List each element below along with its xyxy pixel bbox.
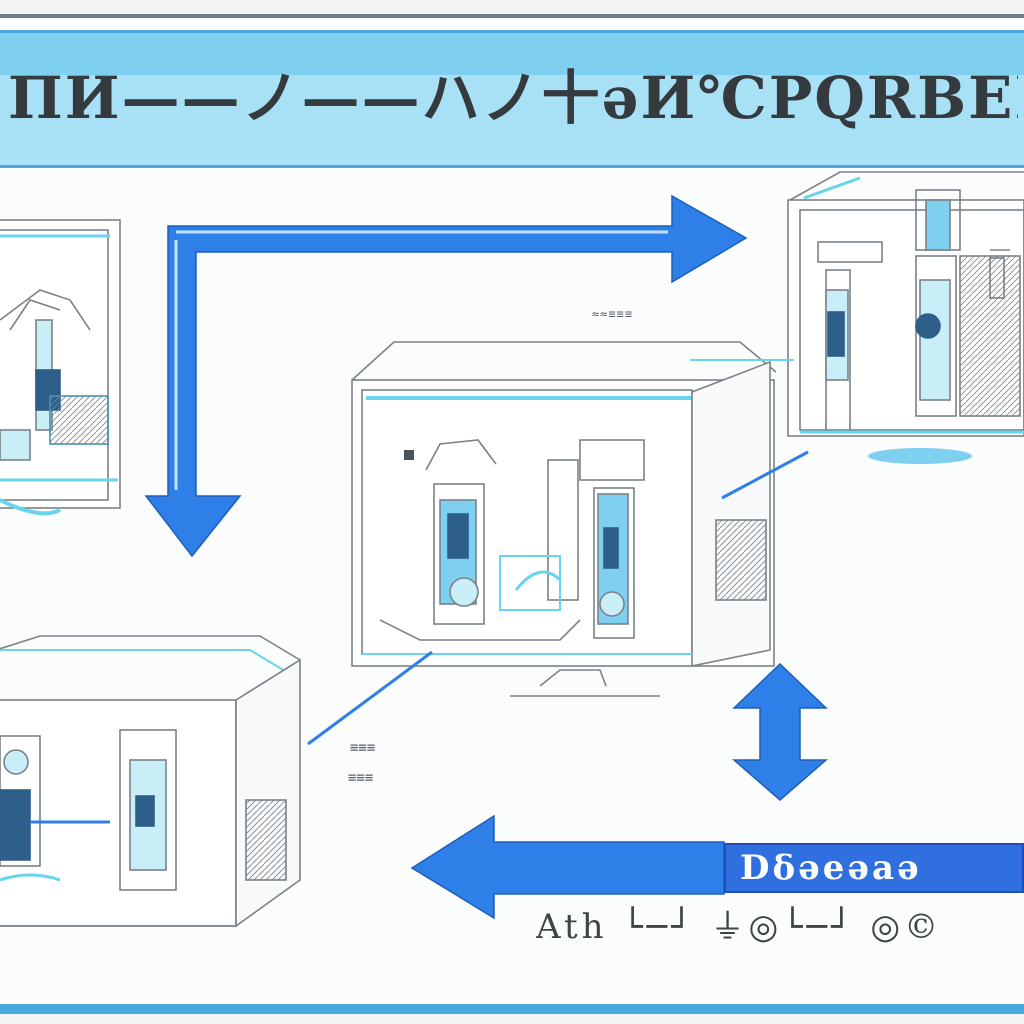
- machine-bottom-left: [0, 635, 301, 928]
- title-banner: [0, 30, 1024, 168]
- mid-label-1: ≡≡≡: [350, 740, 375, 756]
- machine-top-right: [787, 171, 1024, 464]
- mid-label-2: ≡≡≡: [348, 770, 373, 786]
- badge-label: Dẟəeəaə: [740, 848, 922, 888]
- top-right-label: ≈≈≡≡≡: [592, 307, 633, 321]
- double-arrow-vertical-icon: [731, 662, 829, 801]
- title-banner-inner: [0, 75, 1024, 165]
- arrow-right-icon: [144, 194, 748, 558]
- diagram-caption: Ath └─┘ ⏚◎└─┘ ◎©: [536, 907, 943, 947]
- machine-center: [351, 341, 777, 697]
- diagram-badge: Dẟəeəaə: [724, 843, 1024, 893]
- arrow-left-icon: [410, 814, 725, 920]
- connector-lines: [307, 359, 809, 746]
- diagram-title: ΠИ——ノ——ハノ十əИ℃PQRBEEEt十: [8, 64, 1018, 132]
- machine-top-left: [0, 219, 121, 516]
